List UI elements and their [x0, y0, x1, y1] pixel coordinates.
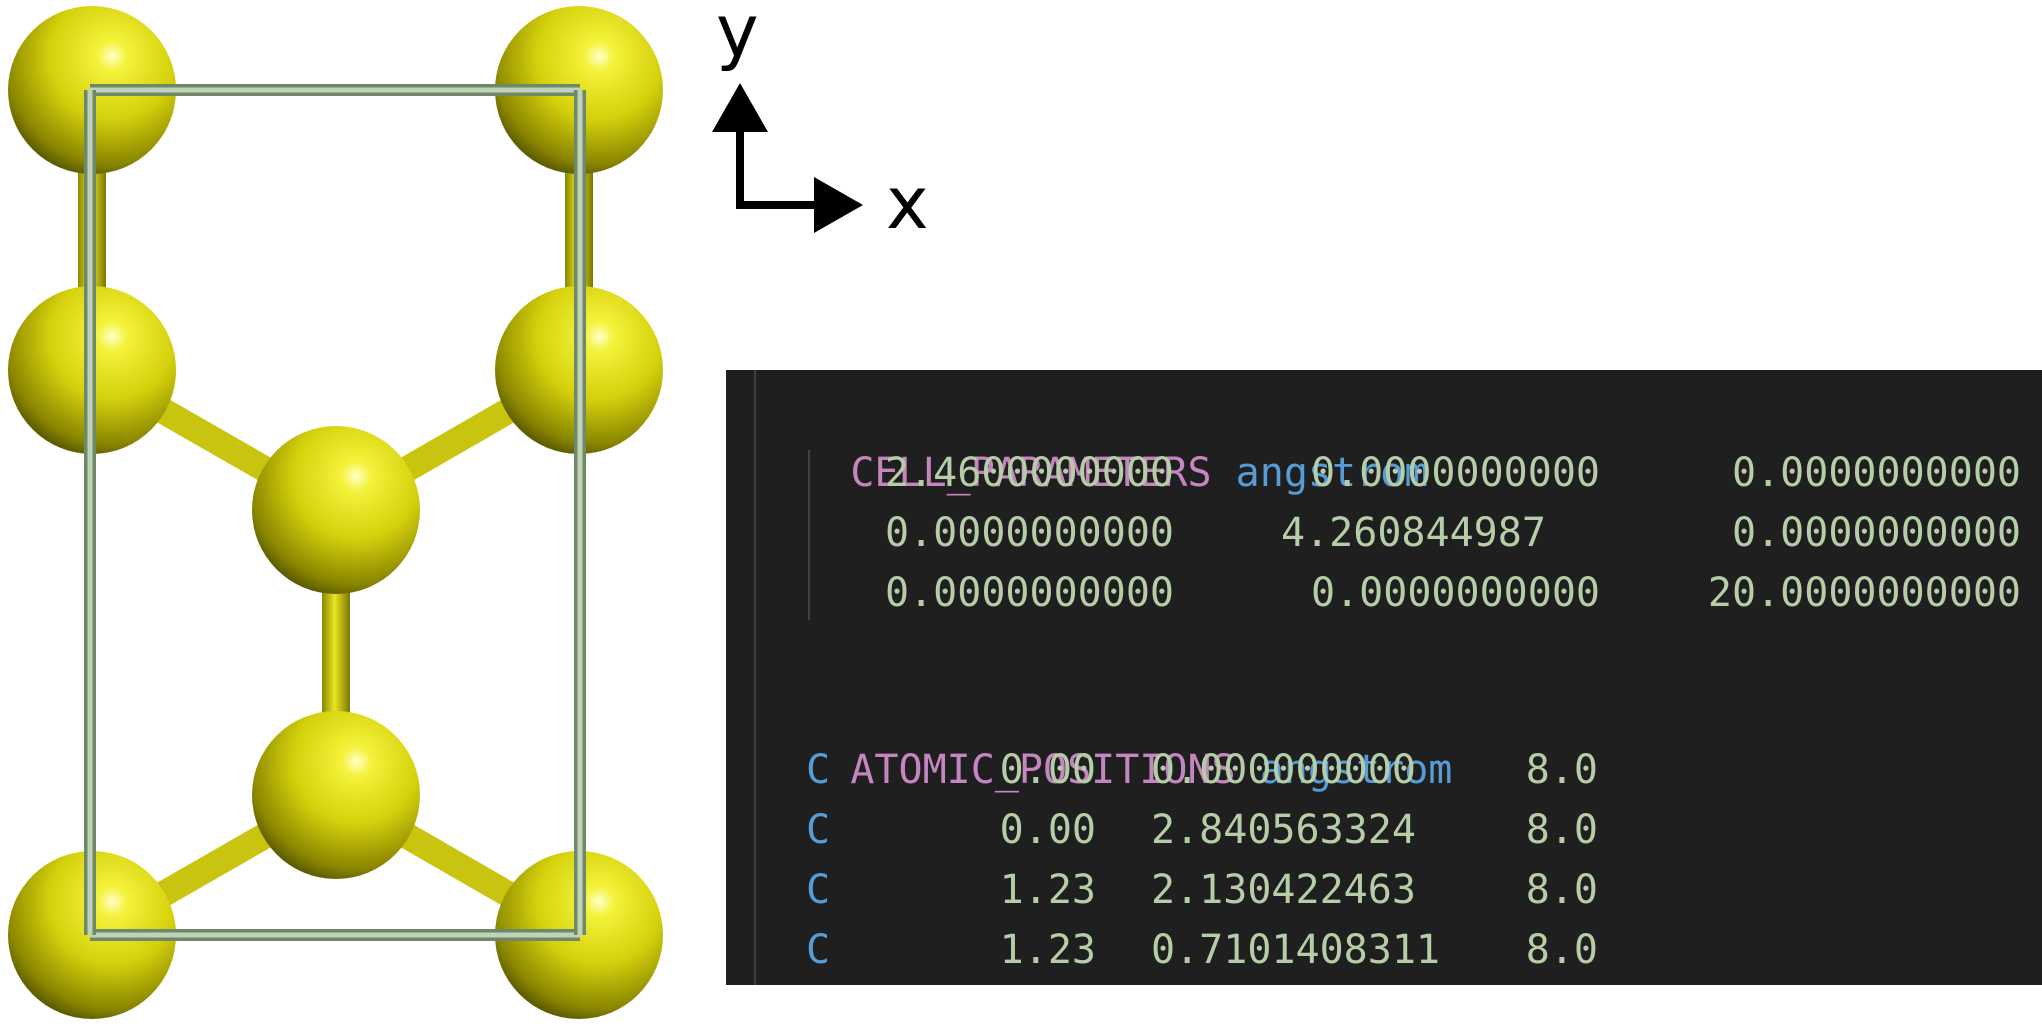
atom-x: 0.00 [999, 807, 1096, 853]
indent-guide [808, 450, 810, 620]
cell-value: 2.4600000000 [885, 450, 1174, 496]
atom-y: 0.000000000 [1151, 747, 1416, 793]
code-editor-panel: CELL_PARAMETERS angstrom 2.4600000000 0.… [726, 370, 2042, 985]
atom-z: 8.0 [1525, 807, 1598, 853]
molecular-structure [8, 6, 663, 1019]
cell-value: 0.0000000000 [1311, 570, 1600, 616]
cell-row: 0.0000000000 0.0000000000 20.0000000000 [726, 563, 2042, 623]
cell-row: 0.0000000000 4.260844987 0.0000000000 [726, 503, 2042, 563]
axes-lines [736, 130, 840, 209]
atom-row: C 1.23 2.130422463 8.0 [726, 860, 2042, 920]
cell-value: 0.0000000000 [1732, 510, 2021, 556]
cell-parameters-keyword: CELL_PARAMETERS [850, 450, 1212, 496]
x-axis-label: x [886, 161, 929, 245]
atom-element: C [806, 867, 831, 913]
axes-indicator: y x [712, 0, 929, 245]
cell-value: 0.0000000000 [1311, 450, 1600, 496]
atom-element: C [806, 747, 831, 793]
atom-y: 2.840563324 [1151, 807, 1416, 853]
atom-z: 8.0 [1525, 867, 1598, 913]
x-arrow-head [814, 177, 863, 233]
atom-x: 1.23 [999, 867, 1096, 913]
y-arrow-head [712, 83, 768, 132]
atomic-positions-keyword: ATOMIC_POSITIONS [850, 747, 1236, 793]
y-axis-label: y [716, 0, 759, 73]
atomic-positions-header: ATOMIC_POSITIONS angstrom [754, 680, 1452, 793]
indent-guide [754, 370, 756, 985]
atom-x: 1.23 [999, 927, 1096, 973]
cell-value: 20.0000000000 [1707, 570, 2021, 616]
atom-y: 0.7101408311 [1151, 927, 1440, 973]
atom-element: C [806, 927, 831, 973]
atom-row: C 0.00 2.840563324 8.0 [726, 800, 2042, 860]
atom-element: C [806, 807, 831, 853]
atomic-positions-unit: angstrom [1259, 747, 1453, 793]
atom-z: 8.0 [1525, 927, 1598, 973]
atom-row: C 1.23 0.7101408311 8.0 [726, 920, 2042, 980]
cell-value: 0.0000000000 [1732, 450, 2021, 496]
cell-value: 0.0000000000 [885, 510, 1174, 556]
atom-x: 0.00 [999, 747, 1096, 793]
atom-y: 2.130422463 [1151, 867, 1416, 913]
carbon-atom [252, 711, 420, 879]
cell-parameters-header: CELL_PARAMETERS angstrom [754, 383, 1428, 496]
atom-row: C 0.00 0.000000000 8.0 [726, 740, 2042, 800]
cell-parameters-unit: angstrom [1235, 450, 1429, 496]
cell-value: 0.0000000000 [885, 570, 1174, 616]
carbon-atom [252, 426, 420, 594]
cell-value: 4.260844987 [1281, 510, 1546, 556]
cell-row: 2.4600000000 0.0000000000 0.0000000000 [726, 443, 2042, 503]
atom-z: 8.0 [1525, 747, 1598, 793]
atoms [8, 6, 663, 1019]
